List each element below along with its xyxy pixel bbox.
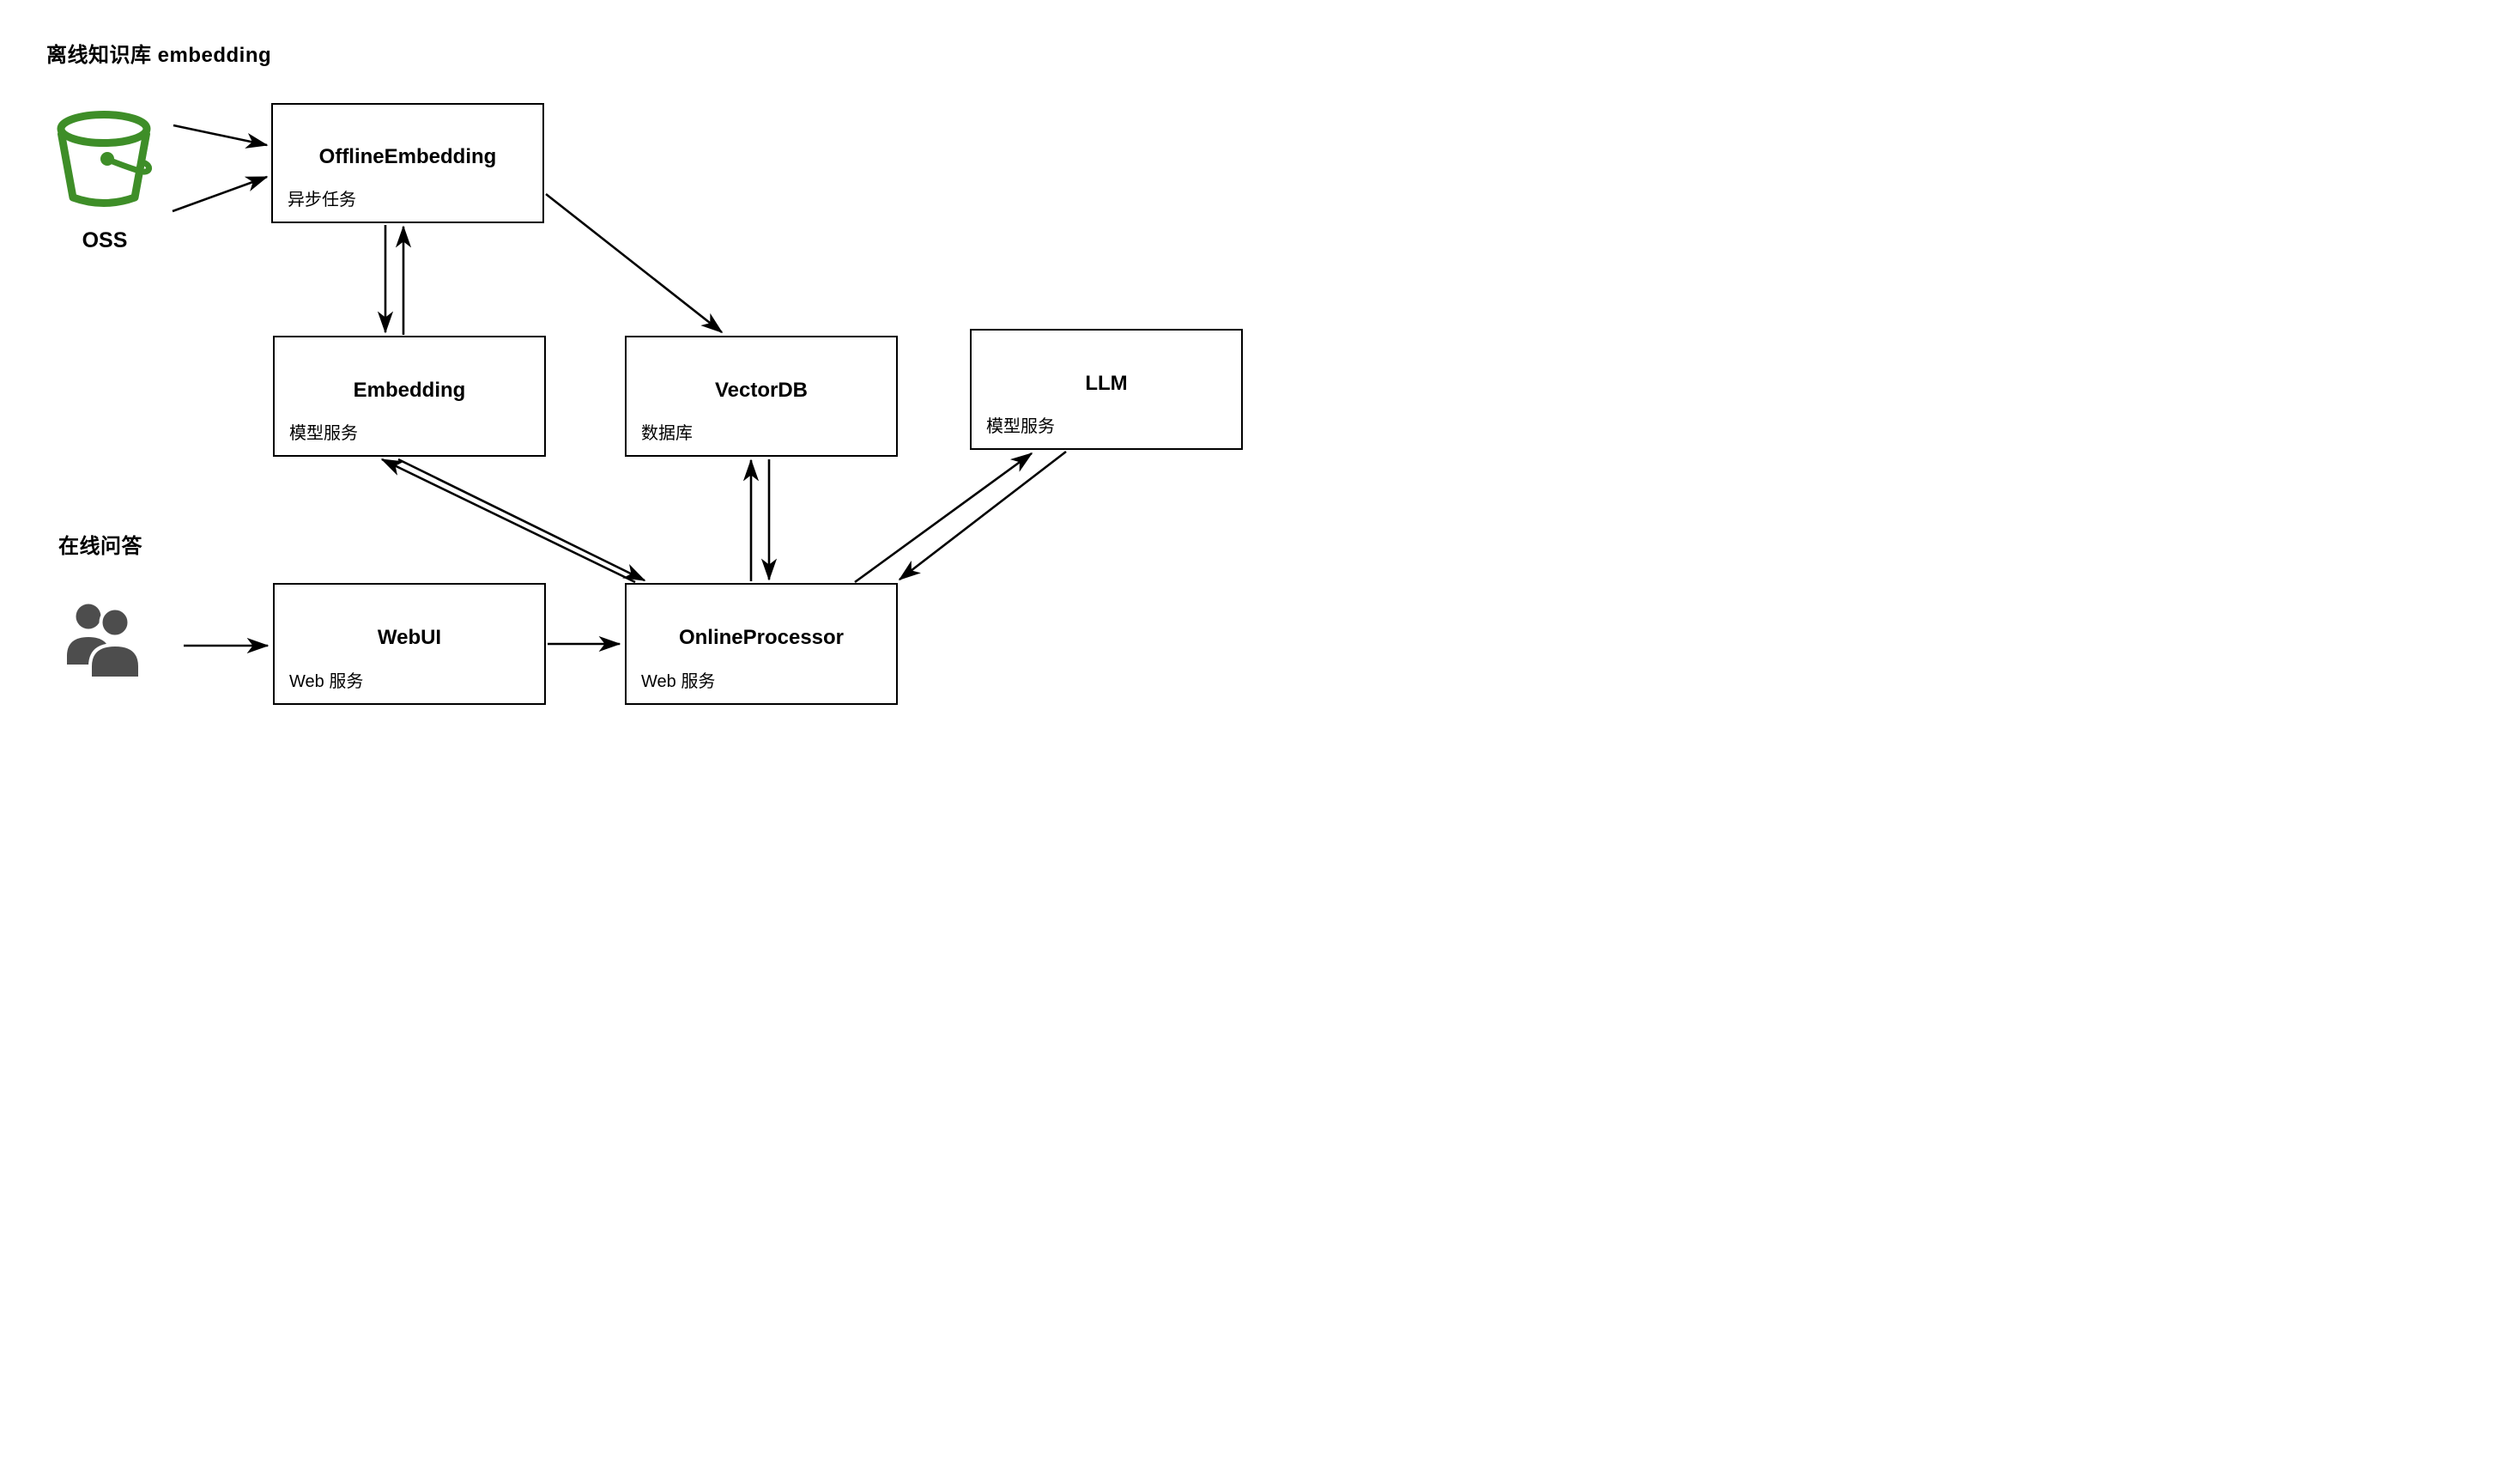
bucket-body [58, 130, 150, 207]
edge-llm-to-onlineprocessor-arrow [898, 450, 1067, 581]
node-llm: LLM 模型服务 [970, 329, 1243, 450]
node-subtitle: Web 服务 [289, 672, 364, 691]
section-title-online: 在线问答 [58, 535, 142, 558]
node-title: WebUI [377, 626, 442, 649]
node-offline-embedding: OfflineEmbedding 异步任务 [271, 103, 544, 223]
edge-onlineprocessor-to-embedding-arrow [380, 458, 636, 584]
users-icon [67, 604, 142, 678]
oss-bucket-icon [57, 111, 152, 207]
edge-oss-to-offline-lower-arrow [172, 175, 269, 213]
node-title: VectorDB [714, 378, 809, 402]
oss-label: OSS [82, 228, 128, 252]
node-embedding: Embedding 模型服务 [273, 336, 546, 457]
node-subtitle: 数据库 [641, 424, 693, 443]
node-subtitle: Web 服务 [641, 672, 716, 691]
node-online-processor: OnlineProcessor Web 服务 [625, 583, 898, 705]
front-user-head [99, 606, 131, 639]
edge-onlineprocessor-to-llm-arrow [854, 452, 1033, 584]
section-title-offline: 离线知识库 embedding [46, 44, 272, 67]
bucket-handle-pivot [100, 152, 114, 166]
node-title: OnlineProcessor [678, 626, 845, 649]
node-subtitle: 模型服务 [289, 424, 358, 443]
node-title: OfflineEmbedding [318, 145, 497, 168]
architecture-diagram: 离线知识库 embedding 在线问答 OSS OfflineEmbeddin… [0, 0, 1260, 732]
edge-embedding-to-onlineprocessor-arrow [397, 458, 646, 582]
node-title: Embedding [353, 378, 466, 402]
front-user-body [88, 642, 142, 678]
edge-offline-to-vectordb-arrow [545, 192, 724, 334]
node-vectordb: VectorDB 数据库 [625, 336, 898, 457]
edge-oss-to-offline-upper-arrow [173, 124, 269, 149]
node-title: LLM [1085, 371, 1128, 395]
bucket-rim [57, 111, 151, 147]
back-user-head [76, 604, 101, 629]
bucket-handle [105, 156, 152, 175]
node-subtitle: 模型服务 [986, 417, 1055, 436]
node-webui: WebUI Web 服务 [273, 583, 546, 705]
node-subtitle: 异步任务 [288, 191, 356, 209]
